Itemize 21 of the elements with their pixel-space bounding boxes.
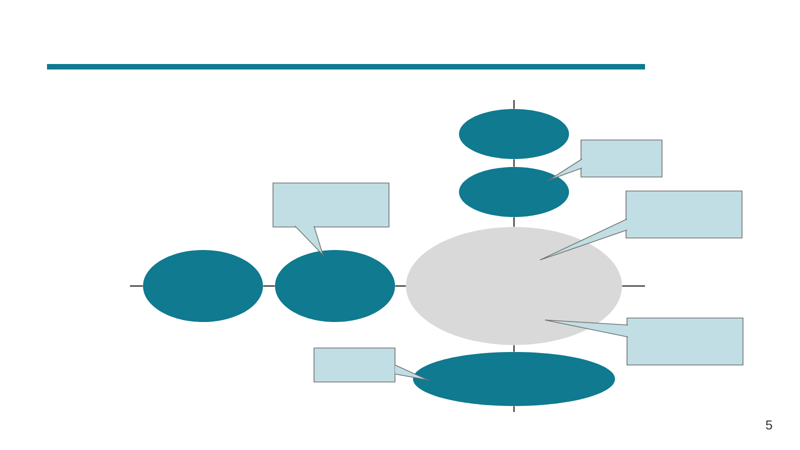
connector-line: [622, 285, 645, 287]
connector-line: [130, 285, 143, 287]
callout-box: [314, 348, 432, 382]
callout-box: [546, 140, 662, 182]
connector-line: [395, 285, 406, 287]
connector-line: [513, 100, 515, 109]
callout-box: [272, 182, 390, 256]
connector-line: [513, 217, 515, 227]
connector-line: [513, 345, 515, 352]
connector-line: [513, 406, 515, 412]
connector-line: [513, 159, 515, 167]
ellipse: [413, 352, 615, 406]
page-number: 5: [766, 420, 772, 430]
connector-line: [263, 285, 275, 287]
ellipse: [143, 250, 263, 322]
ellipse: [275, 250, 395, 322]
callout-box: [544, 318, 744, 366]
ellipse: [459, 109, 569, 159]
callout-box: [540, 190, 742, 260]
ellipse: [406, 227, 622, 345]
ellipse: [459, 167, 569, 217]
